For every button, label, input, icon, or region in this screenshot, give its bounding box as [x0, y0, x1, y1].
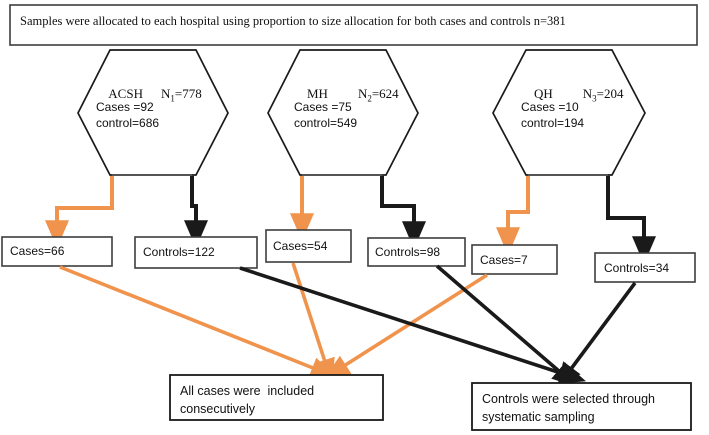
connector-acsh-controls — [184, 176, 208, 249]
connector-qh-controls — [606, 176, 656, 265]
diagonal-cases54-to-conclusion — [291, 262, 335, 385]
box-controls-34 — [594, 252, 696, 283]
box-cases-conclusion — [169, 374, 384, 421]
connector-acsh-cases — [45, 176, 114, 249]
box-cases-7 — [471, 244, 558, 275]
box-controls-conclusion — [471, 382, 692, 431]
banner-box — [9, 4, 698, 46]
diagonal-controls34-to-conclusion — [556, 281, 637, 388]
diagonal-controls122-to-conclusion — [239, 266, 587, 384]
hexagon-acsh — [77, 49, 229, 176]
box-cases-66 — [1, 236, 113, 267]
box-controls-98 — [367, 237, 466, 267]
hexagon-qh — [492, 49, 646, 176]
box-controls-122 — [134, 236, 258, 269]
connector-mh-controls — [380, 176, 426, 250]
diagonal-controls98-to-conclusion — [435, 264, 578, 387]
box-cases-54 — [265, 229, 352, 263]
diagonal-cases66-to-conclusion — [59, 265, 336, 378]
hexagon-mh — [267, 49, 419, 176]
connector-qh-cases — [496, 176, 530, 256]
